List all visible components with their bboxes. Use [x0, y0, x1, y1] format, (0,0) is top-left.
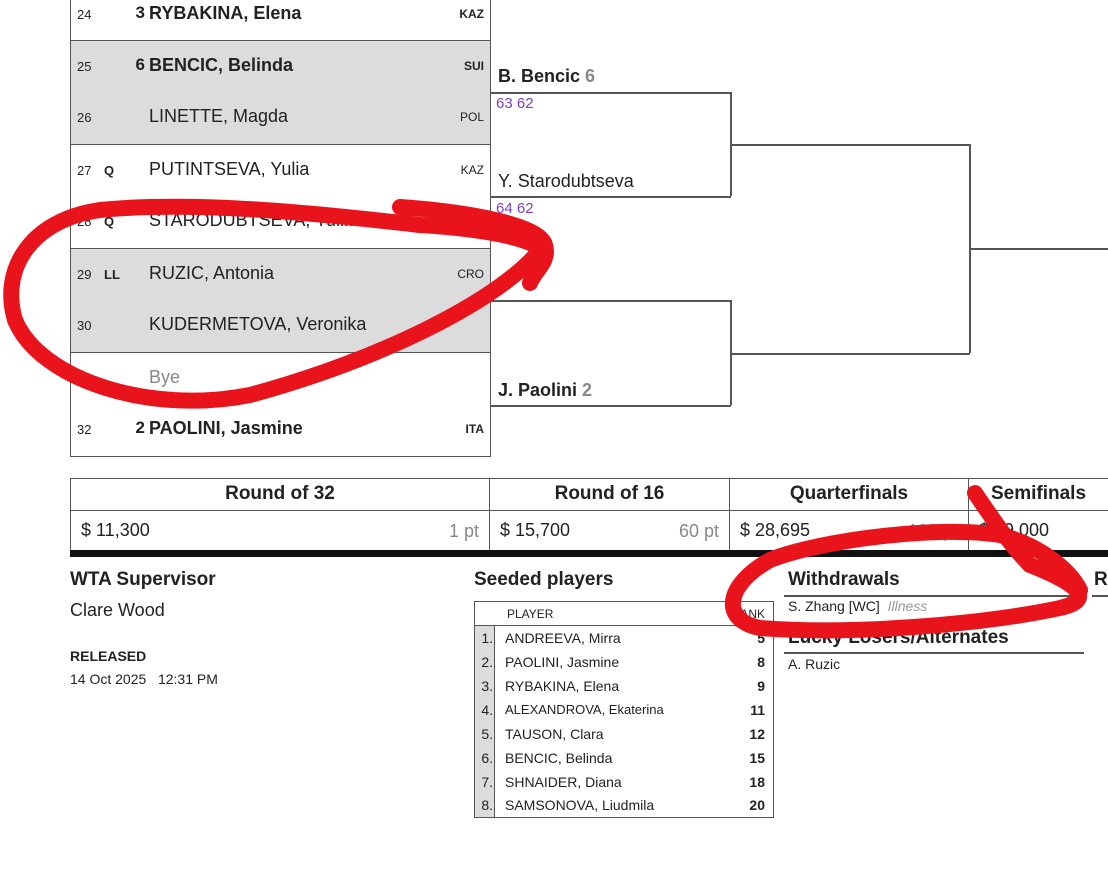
- r16-winner-1: B. Bencic 6: [498, 66, 596, 86]
- r16-winner-2: Y. Starodubtseva: [498, 171, 634, 191]
- player-name[interactable]: PAOLINI, Jasmine: [149, 418, 303, 438]
- seed-index: 4.: [474, 697, 495, 722]
- seed-rank: 18: [749, 773, 765, 790]
- seed-row: 7. SHNAIDER, Diana 18: [474, 769, 774, 794]
- seed-rank: 12: [749, 725, 765, 742]
- draw-row: 24 3 RYBAKINA, Elena KAZ: [70, 0, 491, 40]
- seed-rank: 11: [750, 701, 765, 718]
- seed-rank: 5: [757, 629, 765, 646]
- seed-player: RYBAKINA, Elena: [505, 677, 620, 694]
- seed-row: 3. RYBAKINA, Elena 9: [474, 673, 774, 698]
- seed-player: ANDREEVA, Mirra: [505, 629, 621, 646]
- bracket-line: [731, 353, 970, 355]
- seed-index: 1.: [474, 625, 495, 650]
- draw-position: 29: [77, 267, 92, 282]
- bracket-line: [969, 144, 971, 353]
- player-name[interactable]: KUDERMETOVA, Veronika: [149, 314, 367, 334]
- withdrawals-title: Withdrawals: [788, 569, 900, 590]
- retirements-title: R: [1094, 569, 1108, 590]
- seeded-title: Seeded players: [474, 569, 614, 590]
- divider: [70, 550, 1108, 557]
- seed-player: ALEXANDROVA, Ekaterina: [505, 702, 664, 717]
- player-name[interactable]: LINETTE, Magda: [149, 106, 289, 126]
- draw-row: 26 LINETTE, Magda POL: [70, 92, 491, 144]
- seed-row: 2. PAOLINI, Jasmine 8: [474, 649, 774, 674]
- seed-player: TAUSON, Clara: [505, 725, 604, 742]
- seed-number: 3: [135, 3, 145, 22]
- draw-row: 25 6 BENCIC, Belinda SUI: [70, 40, 491, 92]
- nationality: CRO: [457, 267, 484, 281]
- seed-rank: 9: [757, 677, 765, 694]
- supervisor-title: WTA Supervisor: [70, 569, 216, 590]
- seed-rank: 20: [749, 797, 765, 814]
- draw-position: 25: [77, 59, 92, 74]
- seed-player: BENCIC, Belinda: [505, 749, 613, 766]
- player-name[interactable]: RUZIC, Antonia: [149, 263, 275, 283]
- seed-rank: 8: [757, 653, 765, 670]
- bracket-line: [491, 92, 731, 94]
- seed-index: 8.: [474, 793, 495, 818]
- nationality: KAZ: [459, 7, 484, 21]
- nationality: POL: [459, 110, 484, 124]
- player-name[interactable]: PUTINTSEVA, Yulia: [149, 159, 310, 179]
- seed-row: 8. SAMSONOVA, Liudmila 20: [474, 793, 774, 818]
- entry-tag: LL: [104, 267, 120, 282]
- seed-index: 3.: [474, 673, 495, 698]
- draw-position: 24: [77, 7, 92, 22]
- r16-winner-3: J. Paolini 2: [498, 380, 593, 400]
- annotation-circle-withdrawals: [725, 485, 1088, 639]
- seed-row: 4. ALEXANDROVA, Ekaterina 11: [474, 697, 774, 722]
- draw-position: 30: [77, 318, 92, 333]
- draw-position: 26: [77, 110, 92, 125]
- score: 64 62: [496, 200, 534, 217]
- player-name[interactable]: BENCIC, Belinda: [149, 55, 294, 75]
- released-label: RELEASED: [70, 648, 147, 664]
- bracket-line: [730, 92, 732, 196]
- withdrawal-item: S. Zhang [WC] Illness: [788, 598, 928, 614]
- seed-index: 6.: [474, 745, 495, 770]
- bracket-line: [731, 144, 970, 146]
- seed-row: 6. BENCIC, Belinda 15: [474, 745, 774, 770]
- seed-player: SHNAIDER, Diana: [505, 773, 622, 790]
- released-date: 14 Oct 2025 12:31 PM: [70, 671, 218, 687]
- lucky-loser-item: A. Ruzic: [788, 656, 841, 672]
- bracket-line: [491, 300, 731, 302]
- bracket-line: [491, 196, 731, 198]
- player-name[interactable]: Bye: [149, 367, 181, 387]
- seed-row: 1. ANDREEVA, Mirra 5: [474, 625, 774, 650]
- seed-player: SAMSONOVA, Liudmila: [505, 797, 655, 814]
- seed-number: 2: [135, 418, 145, 437]
- nationality: KAZ: [460, 163, 484, 177]
- annotation-circle-draw: [3, 198, 554, 409]
- entry-tag: Q: [104, 214, 115, 229]
- draw-row: 27 Q PUTINTSEVA, Yulia KAZ: [70, 144, 491, 196]
- col-player: PLAYER: [474, 601, 719, 626]
- draw-position: 27: [77, 163, 92, 178]
- seed-player: PAOLINI, Jasmine: [505, 653, 620, 670]
- seed-number: 6: [135, 55, 145, 74]
- score: 63 62: [496, 95, 534, 112]
- bracket-line: [491, 405, 731, 407]
- supervisor-name: Clare Wood: [70, 600, 165, 620]
- entry-tag: Q: [104, 163, 115, 178]
- seed-index: 2.: [474, 649, 495, 674]
- bracket-line: [730, 300, 732, 405]
- nationality: ITA: [465, 422, 484, 436]
- player-name[interactable]: RYBAKINA, Elena: [149, 3, 302, 23]
- bracket-line: [970, 248, 1108, 250]
- seed-index: 7.: [474, 769, 495, 794]
- draw-row: 32 2 PAOLINI, Jasmine ITA: [70, 404, 491, 457]
- seed-rank: 15: [749, 749, 765, 766]
- seed-row: 5. TAUSON, Clara 12: [474, 721, 774, 746]
- draw-position: 32: [77, 422, 92, 437]
- draw-row: 29 LL RUZIC, Antonia CRO: [70, 248, 491, 300]
- seed-index: 5.: [474, 721, 495, 746]
- nationality: SUI: [463, 59, 484, 73]
